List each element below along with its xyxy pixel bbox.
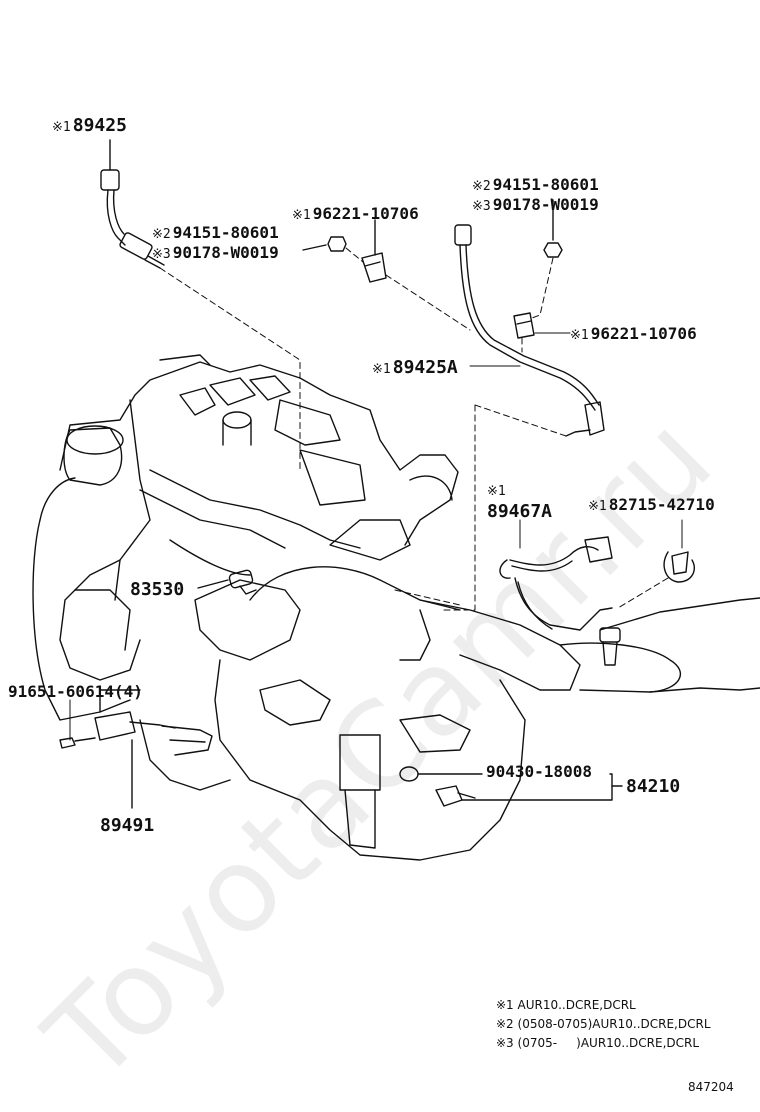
label-83530: 83530: [130, 579, 185, 600]
label-89491: 89491: [100, 815, 155, 836]
sensor-89491: [59, 711, 213, 809]
sensor-89467A: [499, 536, 621, 666]
sender-84210: [435, 773, 623, 807]
bracket-right: [513, 312, 535, 339]
applicability-legend: ※1 AUR10..DCRE,DCRL ※2 (0508-0705)AUR10.…: [496, 996, 711, 1053]
engine-outline: [32, 354, 760, 861]
legend-row: ※2 (0508-0705)AUR10..DCRE,DCRL: [496, 1017, 711, 1031]
diagram-reference-number: 847204: [688, 1080, 734, 1094]
bracket-left: [361, 219, 387, 283]
nut-right: [543, 199, 563, 258]
label-84210: 84210: [626, 776, 681, 797]
legend-row: ※3 (0705- )AUR10..DCRE,DCRL: [496, 1036, 700, 1050]
clip-82715: [663, 551, 696, 583]
label-89467A: ※1 89467A: [487, 484, 553, 522]
sensor-89425A: [454, 224, 605, 437]
gasket-90430: [399, 766, 483, 782]
leader-lines: [69, 332, 683, 741]
sensor-89425: [100, 139, 165, 269]
label-91651-60614: 91651-60614(4): [8, 682, 143, 701]
legend-row: ※1 AUR10..DCRE,DCRL: [496, 998, 636, 1012]
switch-83530: [197, 569, 257, 595]
nut-left: [302, 236, 347, 252]
label-90430-18008: 90430-18008: [486, 762, 592, 781]
dashed-guides: [159, 247, 669, 611]
